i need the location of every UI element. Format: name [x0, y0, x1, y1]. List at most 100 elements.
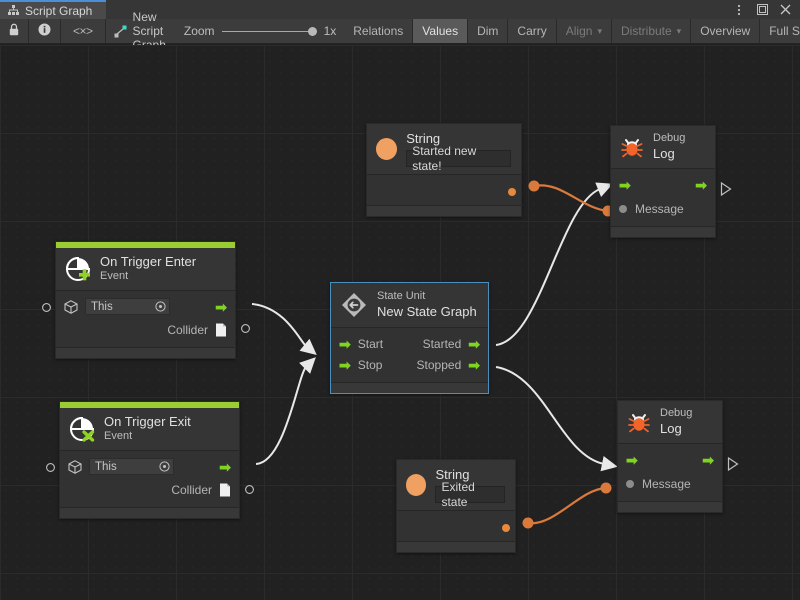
close-icon[interactable]	[779, 3, 791, 17]
node-title-block: State Unit New State Graph	[377, 290, 477, 320]
graph-canvas[interactable]: String Started new state! Debug L	[0, 45, 800, 600]
event-accent-bar	[56, 242, 235, 248]
info-button[interactable]	[29, 19, 61, 43]
message-input-port[interactable]	[626, 479, 634, 488]
flow-input-port[interactable]: ➡	[626, 451, 638, 468]
edge-port-dot	[522, 517, 534, 529]
flow-output-connector-top[interactable]	[720, 181, 732, 199]
start-input-port[interactable]: ➡	[339, 335, 351, 352]
carry-button[interactable]: Carry	[508, 19, 557, 43]
relations-button[interactable]: Relations	[344, 19, 414, 43]
object-input-port-icon[interactable]	[68, 459, 82, 474]
collider-output-connector-exit[interactable]	[245, 483, 254, 497]
zoom-label: Zoom	[183, 24, 215, 38]
node-body: This ➡ Collider	[56, 291, 235, 347]
string-value-input[interactable]: Exited state	[435, 480, 505, 509]
object-picker-icon[interactable]	[159, 461, 170, 472]
node-debug-log-top[interactable]: Debug Log ➡ ➡ Message	[610, 125, 716, 238]
stop-input-port[interactable]: ➡	[339, 356, 351, 373]
message-input-port[interactable]	[619, 204, 627, 213]
flow-output-connector-bottom[interactable]	[727, 456, 739, 474]
node-body: ➡ Start Started ➡ ➡ Stop Stopped ➡	[331, 328, 488, 382]
target-row: This ➡	[68, 457, 231, 476]
zoom-value: 1x	[323, 24, 337, 38]
node-title-block: String Started new state!	[406, 131, 511, 173]
started-output-port[interactable]: ➡	[468, 335, 480, 352]
bug-icon	[620, 135, 644, 159]
start-row: ➡ Start Started ➡	[339, 334, 480, 353]
full-screen-button[interactable]: Full Scr	[769, 24, 800, 38]
lock-button[interactable]	[0, 19, 29, 43]
flow-output-port[interactable]: ➡	[695, 176, 707, 193]
distribute-dropdown[interactable]: Distribute ▾	[612, 19, 692, 43]
target-object-field[interactable]: This	[89, 458, 174, 475]
started-label: Started	[422, 336, 462, 351]
graph-edges	[251, 180, 618, 529]
collider-row: Collider	[68, 480, 231, 499]
node-on-trigger-enter[interactable]: On Trigger Enter Event This	[55, 241, 236, 359]
node-subtitle: State Unit	[377, 290, 426, 302]
stopped-label: Stopped	[416, 357, 462, 372]
edge-string-top-to-message	[533, 184, 609, 213]
collider-output-connector-enter[interactable]	[241, 322, 250, 336]
collider-output-port[interactable]	[219, 483, 231, 497]
node-footer	[56, 347, 235, 358]
flow-output-port[interactable]: ➡	[702, 451, 714, 468]
target-object-field[interactable]: This	[85, 298, 170, 315]
node-header: Debug Log	[611, 126, 715, 169]
lock-icon	[9, 23, 19, 39]
target-object-value: This	[95, 460, 117, 473]
object-picker-icon[interactable]	[155, 301, 166, 312]
node-title-block: On Trigger Exit Event	[104, 414, 191, 444]
node-debug-log-bottom[interactable]: Debug Log ➡ ➡ Message	[617, 400, 723, 513]
dim-button[interactable]: Dim	[468, 19, 509, 43]
code-view-button[interactable]: <×>	[61, 19, 106, 43]
window-tab-bar: Script Graph	[0, 0, 800, 19]
object-input-connector-enter[interactable]	[42, 301, 51, 315]
code-icon: <×>	[73, 24, 93, 38]
node-title: On Trigger Enter	[100, 254, 197, 269]
node-state-unit[interactable]: State Unit New State Graph ➡ Start Start…	[330, 282, 489, 394]
event-remove-icon	[69, 416, 95, 442]
zoom-slider[interactable]	[221, 25, 317, 37]
collider-output-port[interactable]	[215, 323, 227, 337]
object-input-connector-exit[interactable]	[46, 461, 55, 475]
align-label: Align	[565, 24, 593, 38]
flow-output-port[interactable]: ➡	[219, 458, 231, 475]
collider-row: Collider	[64, 320, 227, 339]
window-menu-icon[interactable]	[733, 3, 745, 17]
overview-button[interactable]: Overview	[691, 19, 761, 43]
edge-enter-to-start	[251, 303, 317, 355]
node-header: String Exited state	[397, 460, 515, 512]
values-button[interactable]: Values	[413, 19, 469, 43]
node-string-top[interactable]: String Started new state!	[366, 123, 522, 218]
flow-row: ➡ ➡	[619, 175, 707, 194]
node-string-bottom[interactable]: String Exited state	[396, 459, 516, 554]
node-body: ➡ ➡ Message	[611, 169, 715, 226]
string-circle-icon	[376, 138, 398, 161]
window-controls	[733, 0, 800, 19]
node-footer	[397, 541, 515, 553]
string-value-input[interactable]: Started new state!	[406, 144, 511, 173]
zoom-control[interactable]: Zoom 1x	[176, 19, 344, 43]
event-accent-bar	[60, 402, 239, 408]
object-input-port-icon[interactable]	[64, 299, 78, 314]
edge-port-dot	[528, 180, 540, 192]
node-subtitle: Event	[100, 270, 129, 283]
message-row: Message	[619, 199, 707, 218]
string-output-port[interactable]	[502, 524, 510, 533]
string-circle-icon	[406, 474, 427, 497]
node-on-trigger-exit[interactable]: On Trigger Exit Event This	[59, 401, 240, 519]
flow-input-port[interactable]: ➡	[619, 176, 631, 193]
tab-label: Script Graph	[25, 3, 93, 18]
tab-script-graph[interactable]: Script Graph	[0, 0, 107, 19]
align-dropdown[interactable]: Align ▾	[557, 19, 612, 43]
edge-exit-to-stop	[255, 357, 316, 465]
graph-name-field[interactable]: New Script Graph	[106, 10, 176, 52]
node-title-block: String Exited state	[435, 467, 505, 509]
maximize-icon[interactable]	[756, 3, 768, 17]
flow-output-port[interactable]: ➡	[215, 298, 227, 315]
zoom-slider-knob[interactable]	[307, 27, 317, 36]
stopped-output-port[interactable]: ➡	[468, 356, 480, 373]
string-output-port[interactable]	[508, 188, 516, 197]
